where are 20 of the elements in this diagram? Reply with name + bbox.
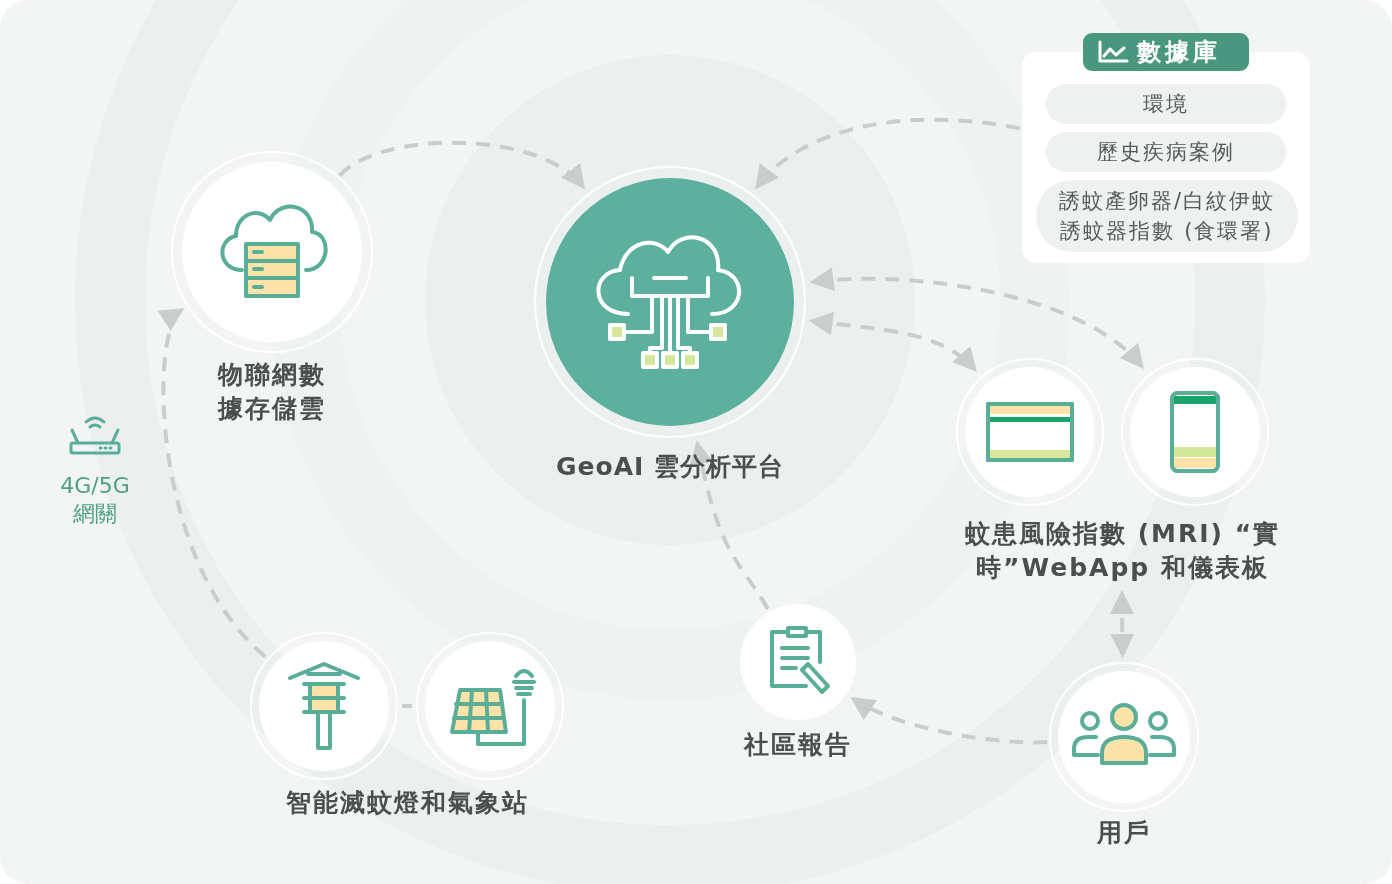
dashed-arrow (754, 117, 1021, 190)
node-label: 社區報告 (742, 729, 853, 761)
heading-text: 數據庫 (1137, 37, 1221, 68)
dashed-arrow (689, 440, 770, 611)
data-pill: 環境 (1046, 84, 1286, 124)
dashed-arrow (808, 311, 978, 372)
data-pill: 歷史疾病案例 (1046, 132, 1286, 172)
data-pill: 誘蚊產卵器/白紋伊蚊誘蚊器指數 (食環署) (1036, 180, 1298, 252)
connector-line (402, 704, 412, 708)
node-label: 智能滅蚊燈和氣象站 (285, 787, 530, 819)
gateway-label: 4G/5G網關 (59, 472, 131, 528)
dashed-arrow (159, 307, 267, 658)
node-label: 物聯網數據存儲雲 (216, 359, 327, 425)
dashed-arrow (850, 697, 1048, 745)
node-label: GeoAI 雲分析平台 (555, 451, 785, 483)
dashed-arrow (338, 140, 586, 190)
node-label: 蚊患風險指數 (MRI) “實時”WebApp 和儀表板 (963, 518, 1282, 584)
dashed-arrow (1110, 590, 1135, 658)
node-label: 用戶 (1096, 817, 1152, 849)
dashed-arrow (809, 268, 1145, 369)
